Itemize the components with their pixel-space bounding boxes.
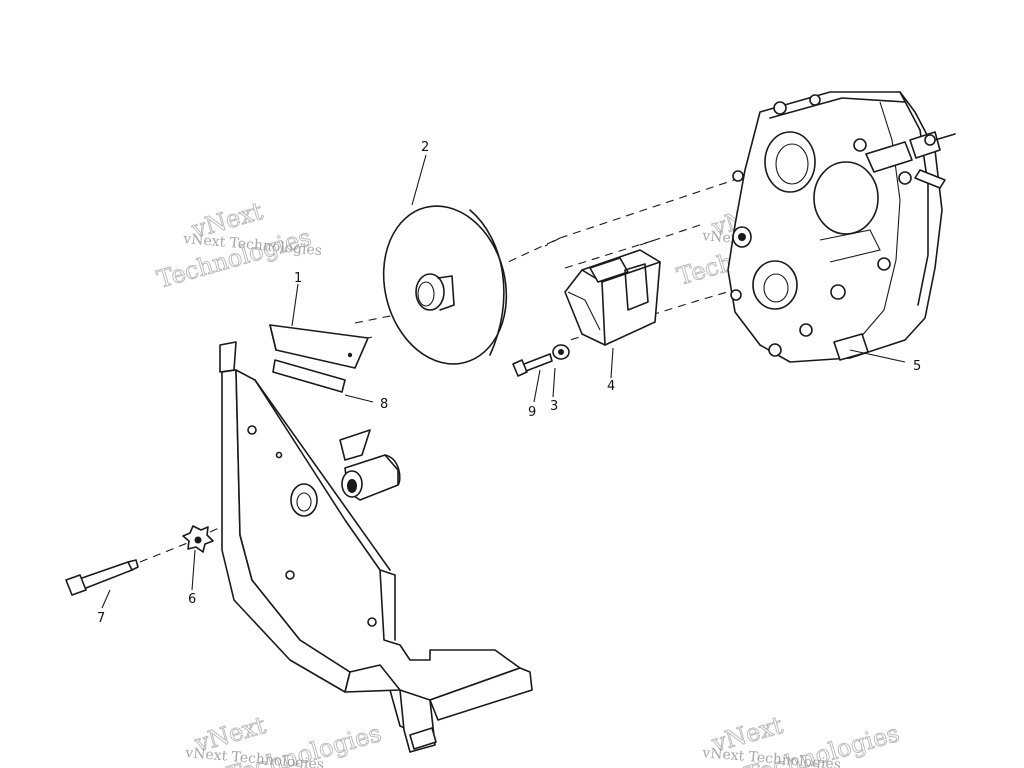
callout-3: 3: [550, 399, 558, 414]
part-8-shim-plate: [272, 359, 346, 393]
callout-4: 4: [607, 379, 615, 394]
part-9-bolt: [512, 353, 553, 377]
callout-1: 1: [294, 271, 302, 286]
part-6-star-washer: [182, 525, 214, 553]
watermark-bottom-right: vNext vNext Technologies Technologies: [701, 710, 903, 768]
callout-5: 5: [913, 359, 921, 374]
part-5-gearcase-housing: [727, 91, 956, 363]
leader-lines: [101, 154, 906, 609]
housing-bore-bottom: [752, 260, 798, 310]
callout-2: 2: [421, 140, 429, 155]
watermark-word: Technologies: [154, 223, 314, 294]
bushing-sleeve: [339, 429, 401, 501]
callouts: 1 2 3 4 5 6 7 8 9: [97, 140, 921, 626]
callout-9: 9: [528, 405, 536, 420]
part-4-mounting-bracket: [564, 249, 661, 346]
callout-6: 6: [188, 592, 196, 607]
part-2-drive-disc: [382, 205, 508, 365]
part-7-long-bolt: [65, 559, 139, 596]
callout-8: 8: [380, 397, 388, 412]
watermark-bottom-left: vNext vNext Technologies Technologies: [184, 710, 385, 768]
housing-bore-top: [764, 131, 816, 193]
part-1-shim-plate: [269, 324, 369, 369]
part-3-washer: [552, 344, 570, 360]
callout-7: 7: [97, 611, 105, 626]
housing-bore-center: [813, 161, 879, 235]
frame-support-stand: [219, 341, 533, 753]
